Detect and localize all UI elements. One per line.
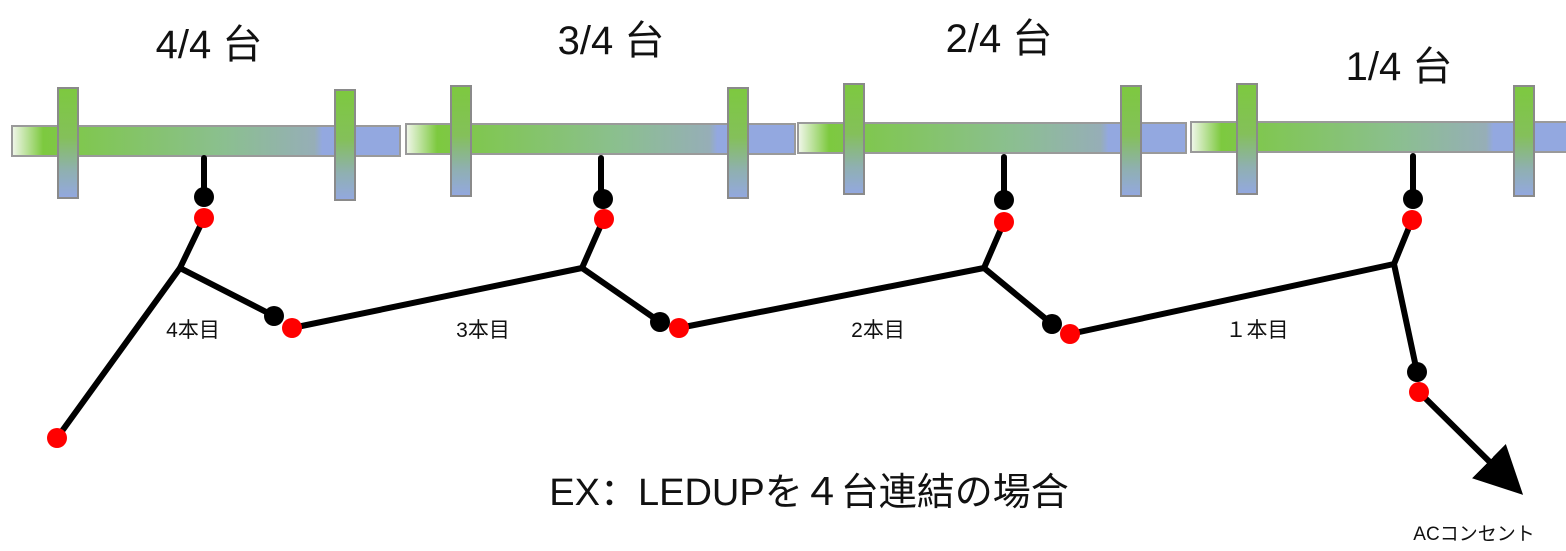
unit-1-branch-wire xyxy=(1390,217,1420,375)
led-unit-3 xyxy=(405,85,796,199)
unit-label-1: 1/4 台 xyxy=(1346,45,1453,89)
mount-post-right xyxy=(727,87,749,199)
cable-2-wire xyxy=(676,265,987,331)
diagram-caption: EX：LEDUPを４台連結の場合 xyxy=(549,472,1068,514)
socket-connector xyxy=(594,209,614,229)
plug-connector xyxy=(194,187,214,207)
cable-label-1: １本目 xyxy=(1226,319,1289,342)
plug-connector xyxy=(264,306,284,326)
led-unit-2 xyxy=(797,83,1187,197)
socket-connector xyxy=(282,318,302,338)
mount-post-right xyxy=(1120,85,1142,197)
socket-connector xyxy=(47,428,67,448)
plug-connector xyxy=(994,190,1014,210)
mount-post-left xyxy=(843,83,865,195)
socket-connector xyxy=(1402,210,1422,230)
unit-3-branch-wire xyxy=(578,215,663,325)
unit-4-branch-wire xyxy=(176,215,277,319)
unit-label-2: 2/4 台 xyxy=(946,17,1053,61)
cable-label-2: 2本目 xyxy=(851,319,905,342)
mount-post-left xyxy=(57,87,79,199)
mount-post-left xyxy=(450,85,472,197)
socket-connector xyxy=(1060,324,1080,344)
plug-connector xyxy=(1042,314,1062,334)
unit-label-3: 3/4 台 xyxy=(558,19,665,63)
socket-connector xyxy=(1409,382,1429,402)
mount-post-right xyxy=(334,89,356,201)
plug-connector xyxy=(650,312,670,332)
plug-connector xyxy=(593,189,613,209)
led-unit-4 xyxy=(11,87,401,201)
socket-connector xyxy=(194,208,214,228)
socket-connector xyxy=(994,212,1014,232)
cable-4-end-wire xyxy=(54,265,183,441)
mount-post-left xyxy=(1236,83,1258,195)
outlet-arrow xyxy=(1416,389,1524,495)
ac-outlet-label: ACコンセント xyxy=(1413,524,1534,545)
mount-post-right xyxy=(1513,85,1535,197)
unit-2-branch-wire xyxy=(980,219,1055,327)
unit-label-4: 4/4 台 xyxy=(156,23,263,67)
cable-1-wire xyxy=(1067,261,1397,337)
plug-connector xyxy=(1407,362,1427,382)
plug-connector xyxy=(1403,189,1423,209)
led-unit-1 xyxy=(1190,83,1566,197)
cable-label-4: 4本目 xyxy=(166,319,220,342)
cable-3-wire xyxy=(289,265,585,331)
cable-label-3: 3本目 xyxy=(456,319,510,342)
socket-connector xyxy=(669,318,689,338)
